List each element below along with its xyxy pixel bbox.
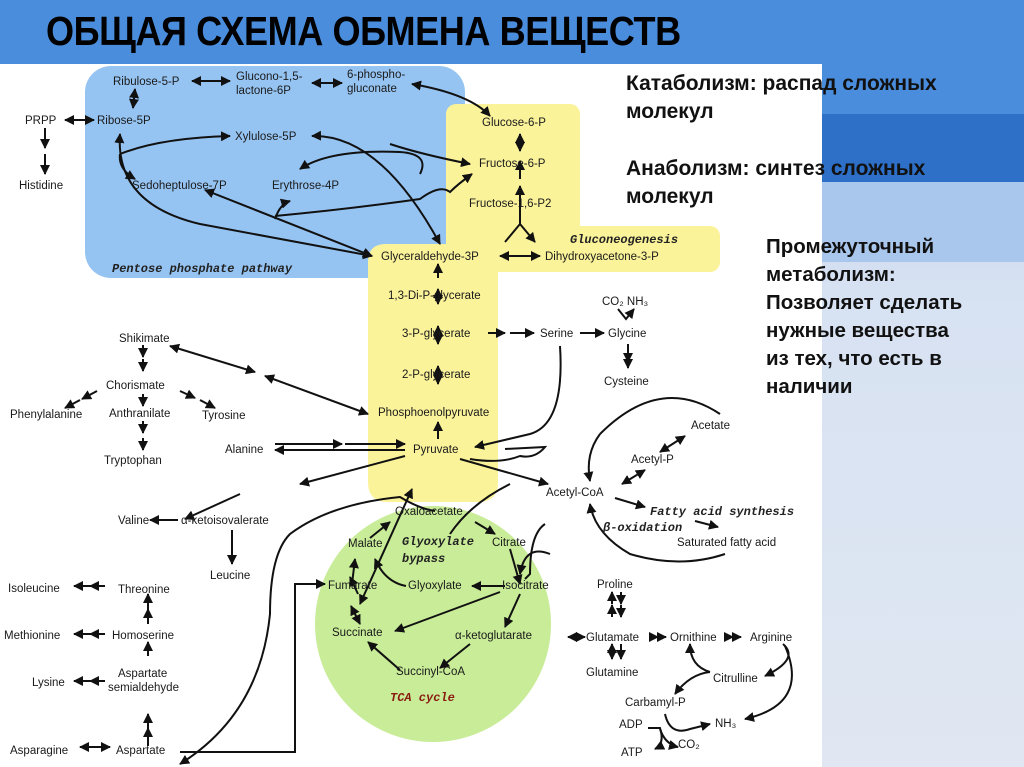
node-homoserine: Homoserine [112, 630, 174, 642]
node-chorismate: Chorismate [106, 380, 165, 392]
node-glyoxylate: Glyoxylate [408, 580, 462, 592]
label-fatty-acid-synthesis: Fatty acid synthesis [650, 505, 794, 519]
node-pyruvate: Pyruvate [413, 444, 458, 456]
node-2p-glycerate: 2-P-glycerate [402, 369, 470, 381]
decor-band [822, 182, 1024, 262]
anabolism-text: Анаболизм: синтез сложных молекул [626, 155, 925, 211]
node-glyceraldehyde-3p: Glyceraldehyde-3P [381, 251, 479, 263]
node-fructose-6p: Fructose-6-P [479, 158, 546, 170]
node-6-phosphogluconate: gluconate [347, 83, 397, 95]
node-nh3: NH₃ [715, 718, 737, 730]
node-acetyl-coa: Acetyl-CoA [546, 487, 604, 499]
title-bar [0, 0, 1024, 64]
reaction-arrows [40, 76, 793, 765]
node-erythrose-4p: Erythrose-4P [272, 180, 339, 192]
node-proline: Proline [597, 579, 633, 591]
node-serine: Serine [540, 328, 573, 340]
node-phosphoenolpyruvate: Phosphoenolpyruvate [378, 407, 489, 419]
node-ornithine: Ornithine [670, 632, 717, 644]
text-line: молекул [626, 100, 714, 123]
node-ribulose-5p: Ribulose-5-P [113, 76, 180, 88]
node-arginine: Arginine [750, 632, 792, 644]
node-tryptophan: Tryptophan [104, 455, 162, 467]
node-cysteine: Cysteine [604, 376, 649, 388]
node-shikimate: Shikimate [119, 333, 170, 345]
node-succinate: Succinate [332, 627, 383, 639]
node-oxaloacetate: Oxaloacetate [395, 506, 463, 518]
metabolism-diagram: Pentose phosphate pathway Gluconeogenesi… [4, 66, 794, 765]
catabolism-text: Катаболизм: распад сложных молекул [626, 70, 937, 126]
region-label-pentose: Pentose phosphate pathway [112, 262, 293, 276]
text-line: из тех, что есть в [766, 347, 942, 370]
text-line: Катаболизм: распад сложных [626, 72, 937, 95]
text-line: метаболизм: [766, 263, 896, 286]
node-co2-nh3: CO₂ NH₃ [602, 296, 649, 308]
node-ribose-5p: Ribose-5P [97, 115, 151, 127]
node-acetate: Acetate [691, 420, 730, 432]
glycolysis-region [368, 104, 720, 502]
node-citrate: Citrate [492, 537, 526, 549]
node-valine: Valine [118, 515, 149, 527]
node-succinyl-coa: Succinyl-CoA [396, 666, 465, 678]
node-carbamyl-p: Carbamyl-P [625, 697, 686, 709]
node-malate: Malate [348, 538, 383, 550]
node-gluconolactone: lactone-6P [236, 85, 291, 97]
node-phenylalanine: Phenylalanine [10, 409, 82, 421]
node-6-phosphogluconate: 6-phospho- [347, 69, 405, 81]
node-tyrosine: Tyrosine [202, 410, 245, 422]
node-aspartate-semialdehyde: Aspartate [118, 668, 167, 680]
node-anthranilate: Anthranilate [109, 408, 170, 420]
text-line: молекул [626, 185, 714, 208]
node-adp: ADP [619, 719, 643, 731]
intermediate-metabolism-text: Промежуточный метаболизм: Позволяет сдел… [766, 233, 962, 401]
text-line: наличии [766, 375, 853, 398]
node-atp: ATP [621, 747, 643, 759]
node-saturated-fatty-acid: Saturated fatty acid [677, 537, 776, 549]
region-label-glyoxylate: Glyoxylate [402, 535, 474, 549]
node-alanine: Alanine [225, 444, 263, 456]
text-line: Позволяет сделать [766, 291, 963, 314]
node-fumarate: Fumarate [328, 580, 377, 592]
node-glutamine: Glutamine [586, 667, 638, 679]
metabolite-labels: Ribulose-5-P Glucono-1,5- lactone-6P 6-p… [4, 69, 792, 759]
node-prpp: PRPP [25, 115, 57, 127]
node-citrulline: Citrulline [713, 673, 758, 685]
node-xylulose-5p: Xylulose-5P [235, 131, 297, 143]
node-histidine: Histidine [19, 180, 63, 192]
node-ketoisovalerate: α-ketoisovalerate [181, 515, 269, 527]
text-line: нужные вещества [766, 319, 949, 342]
slide-title: ОБЩАЯ СХЕМА ОБМЕНА ВЕЩЕСТВ [46, 8, 681, 54]
label-beta-oxidation: β-oxidation [602, 521, 682, 535]
node-co2: CO₂ [678, 739, 700, 751]
node-isoleucine: Isoleucine [8, 583, 60, 595]
node-asparagine: Asparagine [10, 745, 68, 757]
node-sedoheptulose-7p: Sedoheptulose-7P [132, 180, 227, 192]
node-aspartate-semialdehyde: semialdehyde [108, 682, 179, 694]
node-3p-glycerate: 3-P-glycerate [402, 328, 470, 340]
node-ketoglutarate: α-ketoglutarate [455, 630, 532, 642]
node-glutamate: Glutamate [586, 632, 639, 644]
node-lysine: Lysine [32, 677, 65, 689]
node-dhap: Dihydroxyacetone-3-P [545, 251, 659, 263]
node-isocitrate: Isocitrate [502, 580, 549, 592]
node-leucine: Leucine [210, 570, 250, 582]
node-methionine: Methionine [4, 630, 60, 642]
text-line: Анаболизм: синтез сложных [626, 157, 926, 180]
region-label-bypass: bypass [402, 552, 445, 566]
region-label-gluconeogenesis: Gluconeogenesis [570, 233, 678, 247]
node-threonine: Threonine [118, 584, 170, 596]
node-fructose-16-p2: Fructose-1,6-P2 [469, 198, 551, 210]
text-line: Промежуточный [766, 235, 935, 258]
node-13-dip-glycerate: 1,3-Di-P-glycerate [388, 290, 481, 302]
region-label-tca: TCA cycle [390, 691, 455, 705]
node-glycine: Glycine [608, 328, 646, 340]
decor-band [822, 114, 1024, 182]
node-acetyl-p: Acetyl-P [631, 454, 674, 466]
node-gluconolactone: Glucono-1,5- [236, 71, 303, 83]
decor-band [822, 64, 1024, 114]
node-aspartate: Aspartate [116, 745, 165, 757]
node-glucose-6p: Glucose-6-P [482, 117, 546, 129]
